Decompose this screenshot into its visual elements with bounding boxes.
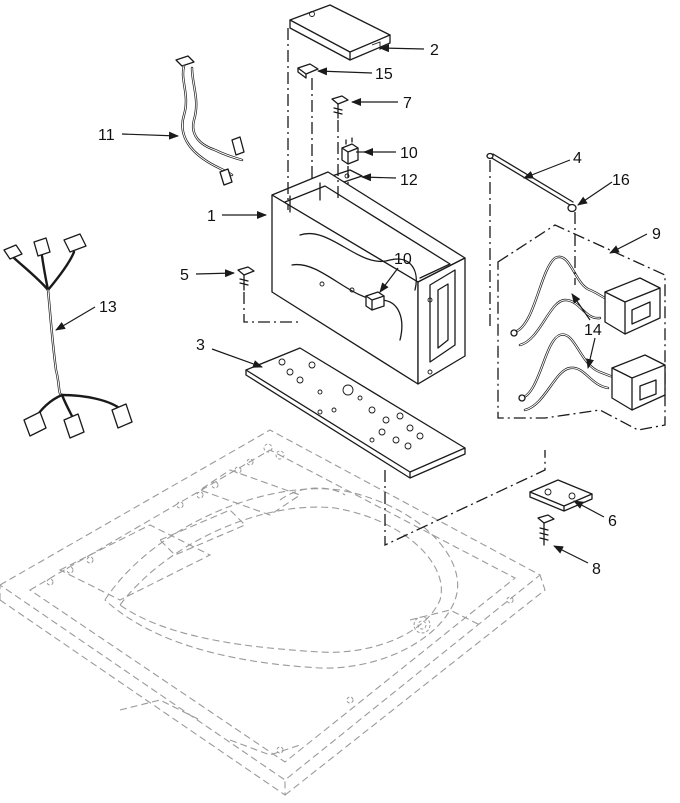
part-11-wire-harness xyxy=(175,55,245,186)
callout-8: 8 xyxy=(553,545,601,578)
callout-15: 15 xyxy=(317,66,393,83)
callout-9: 9 xyxy=(609,226,661,254)
callout-7: 7 xyxy=(351,95,412,112)
part-5-screw xyxy=(237,266,255,291)
part-8-screw xyxy=(537,514,555,546)
assembly-guide-lines xyxy=(243,28,576,547)
part-15-clip xyxy=(297,63,319,79)
part-9-actuator-assembly xyxy=(497,224,666,431)
callout-2-label: 2 xyxy=(430,42,439,59)
part-2-cover xyxy=(289,4,391,61)
callout-10-lower-label: 10 xyxy=(394,251,412,268)
part-7-screw xyxy=(331,95,349,119)
part-10-switch-lower xyxy=(365,291,385,311)
part-13-wire-harness xyxy=(3,233,133,439)
callout-10-lower: 10 xyxy=(379,251,412,293)
callout-13: 13 xyxy=(55,299,117,331)
callout-12: 12 xyxy=(361,172,418,189)
callout-2: 2 xyxy=(379,42,439,59)
callout-3-label: 3 xyxy=(196,337,205,354)
callout-13-label: 13 xyxy=(99,299,117,316)
callout-1: 1 xyxy=(207,208,267,225)
callout-9-label: 9 xyxy=(652,226,661,243)
part-1-console-housing xyxy=(271,171,466,385)
washer-base-phantom xyxy=(0,429,546,797)
callout-5: 5 xyxy=(180,267,235,284)
callout-14: 14 xyxy=(571,293,602,369)
callout-5-label: 5 xyxy=(180,267,189,284)
callout-4: 4 xyxy=(523,150,582,179)
callout-10-upper: 10 xyxy=(356,145,418,162)
callout-8-label: 8 xyxy=(592,561,601,578)
callout-12-label: 12 xyxy=(400,172,418,189)
part-10-switch-upper xyxy=(341,137,359,165)
part-3-mounting-plate xyxy=(245,347,466,479)
part-16-ring xyxy=(567,203,577,213)
part-4-rod xyxy=(486,152,574,206)
callout-6: 6 xyxy=(573,500,617,530)
callout-14-label: 14 xyxy=(584,322,602,339)
part-6-bracket xyxy=(529,479,593,512)
callout-11: 11 xyxy=(98,127,179,144)
callout-10-upper-label: 10 xyxy=(400,145,418,162)
callout-16-label: 16 xyxy=(612,172,630,189)
callout-15-label: 15 xyxy=(375,66,393,83)
callout-16: 16 xyxy=(577,172,630,206)
callout-1-label: 1 xyxy=(207,208,216,225)
callout-4-label: 4 xyxy=(573,150,582,167)
callout-3: 3 xyxy=(196,337,263,368)
callout-7-label: 7 xyxy=(403,95,412,112)
callout-11-label: 11 xyxy=(98,127,115,144)
callout-6-label: 6 xyxy=(608,513,617,530)
